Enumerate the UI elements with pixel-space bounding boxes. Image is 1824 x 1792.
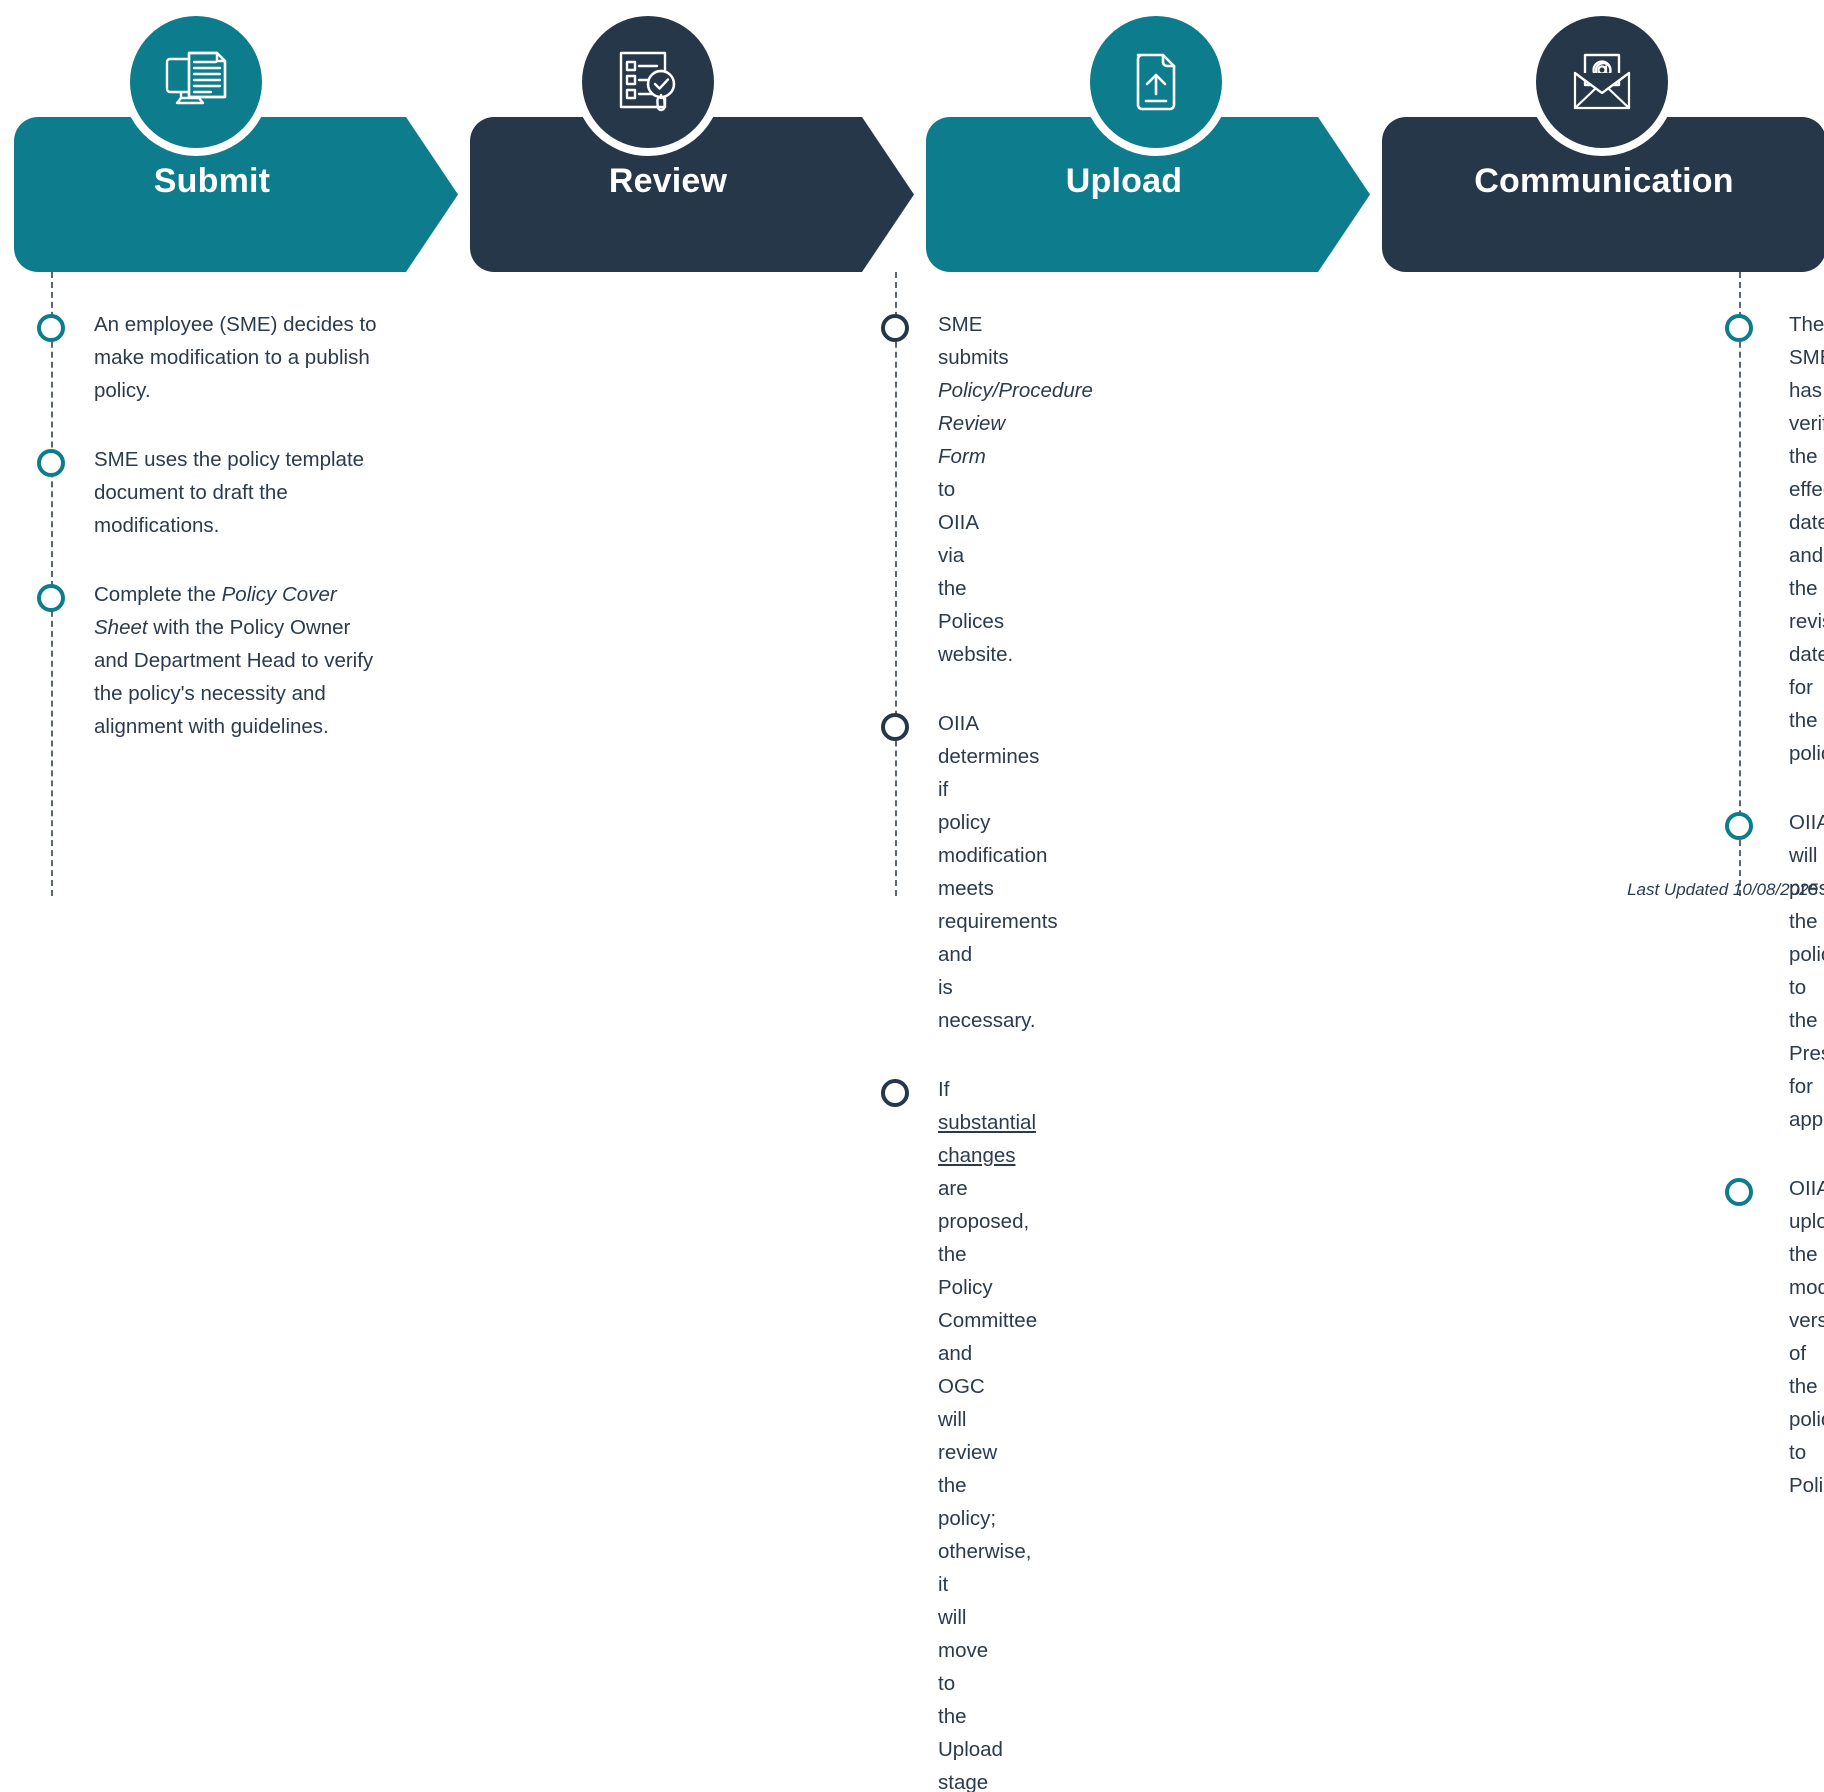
last-updated-note: Last Updated 10/08/2025 [1627,880,1818,899]
bullet-marker [37,584,65,612]
stage-title-communication: Communication [1474,162,1734,200]
list-item: SME uses the policy template document to… [37,443,390,542]
document-upload-icon [1119,45,1193,119]
stage-icon-badge-communication [1528,8,1676,156]
badge-circle [1090,16,1222,148]
stage-title-review: Review [608,162,728,200]
stage-banner-review[interactable]: Review [470,117,914,272]
bullet-text: Complete the Policy Cover Sheet with the… [94,583,374,738]
computer-document-icon [159,45,233,119]
banner-shape [1382,117,1824,272]
list-item: Complete the Policy Cover Sheet with the… [37,578,390,743]
banner-shape [470,117,914,272]
badge-circle [130,16,262,148]
stage-column-communication: Communication [1368,0,1824,899]
bullet-marker [37,449,65,477]
stage-title-submit: Submit [153,162,271,200]
stage-icon-badge-upload [1082,8,1230,156]
list-item: An employee (SME) decides to make modifi… [37,308,390,407]
bullet-marker [37,314,65,342]
timeline-dashed-line [1739,272,1741,896]
stage-banner-upload[interactable]: Upload [926,117,1370,272]
bullet-marker [1725,314,1753,342]
bullet-text: An employee (SME) decides to make modifi… [94,313,377,402]
bullet-list-submit: An employee (SME) decides to make modifi… [0,308,450,771]
stage-column-submit: Submit [0,0,458,896]
bullet-marker [881,713,909,741]
bullet-marker [1725,812,1753,840]
bullet-marker [881,1079,909,1107]
badge-circle [582,16,714,148]
banner-shape [14,117,458,272]
envelope-at-icon [1565,45,1639,119]
badge-circle [1536,16,1668,148]
timeline-dashed-line [895,272,897,896]
stage-banner-submit[interactable]: Submit [14,117,458,272]
stage-icon-badge-review [574,8,722,156]
bullet-text: SME uses the policy template document to… [94,448,365,537]
bullet-list-review: SME submits Policy/Procedure Review Form… [456,308,1093,1792]
banner-shape [926,117,1370,272]
stage-icon-badge-submit [122,8,270,156]
stage-column-review: Review [456,0,1093,1792]
bullet-marker [881,314,909,342]
checklist-magnifier-icon [611,45,685,119]
stage-column-upload: Upload [912,0,1824,1497]
stage-title-upload: Upload [1065,162,1183,200]
stage-banner-communication[interactable]: Communication [1382,117,1824,272]
